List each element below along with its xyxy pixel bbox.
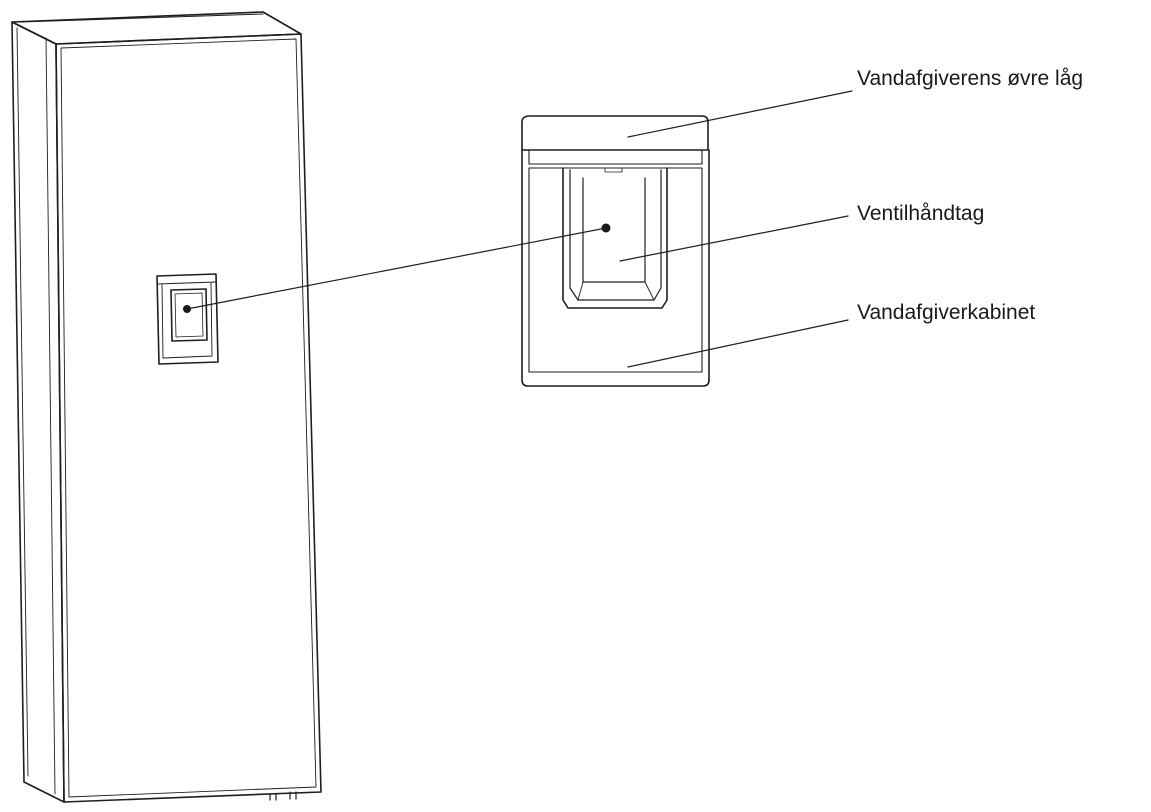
leader-lines <box>186 90 853 368</box>
marker-dot-detail <box>601 223 611 233</box>
fridge-door <box>55 33 322 803</box>
dispenser-valve-handle <box>562 167 668 309</box>
label-valve-handle: Ventilhåndtag <box>857 202 985 225</box>
fridge-door-dispenser <box>156 273 219 365</box>
leader-line-detail <box>186 227 607 310</box>
dispenser-cabinet <box>521 149 710 387</box>
fridge-side-panel <box>11 21 65 803</box>
marker-dot-fridge <box>183 305 191 313</box>
leader-line-cabinet <box>627 319 849 368</box>
refrigerator <box>11 11 322 803</box>
label-top-lid: Vandafgiverens øvre låg <box>857 67 1084 90</box>
leader-line-top-lid <box>627 90 853 138</box>
dispenser-top-lid <box>521 115 709 151</box>
dispenser-detail <box>521 115 710 387</box>
leader-line-valve <box>619 215 849 262</box>
label-cabinet: Vandafgiverkabinet <box>857 301 1036 324</box>
